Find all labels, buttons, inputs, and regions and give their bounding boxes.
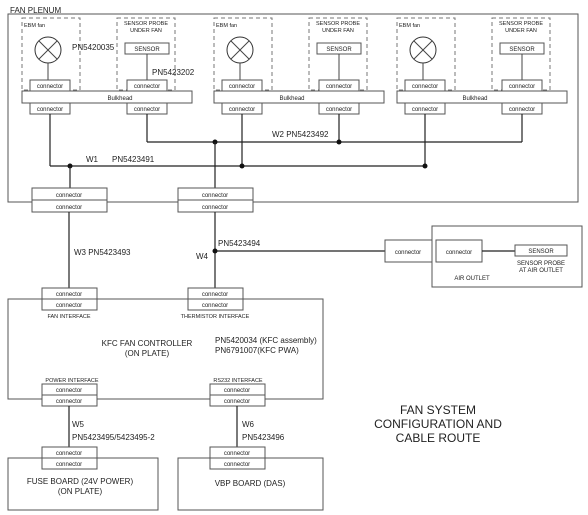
- vbp-connector-top: connector: [224, 451, 250, 457]
- vbp-board-label: VBP BOARD (DAS): [215, 479, 286, 488]
- air-outlet-probe-1: SENSOR PROBE: [517, 261, 565, 267]
- bulkhead-fan-connector: connector: [37, 107, 63, 113]
- fan-if-connector-top: connector: [56, 292, 82, 298]
- fan-connector: connector: [37, 84, 63, 90]
- fan-unit-2: EBM fan connector SENSOR PROBE UNDER FAN…: [213, 17, 385, 115]
- w4-part-number: PN5423494: [218, 239, 261, 248]
- fan-unit-1: EBM fan connector SENSOR PROBE UNDER FAN…: [21, 17, 195, 115]
- air-outlet-inner-connector: connector: [446, 250, 472, 256]
- plenum-w1-connector-bottom: connector: [56, 205, 82, 211]
- thermistor-interface-label: THERMISTOR INTERFACE: [181, 314, 250, 320]
- rs232-connector-bottom: connector: [224, 399, 250, 405]
- fan-plenum-title: FAN PLENUM: [10, 6, 61, 15]
- ebm-fan-frame: [21, 17, 81, 91]
- therm-if-connector-top: connector: [202, 292, 228, 298]
- power-if-connector-top: connector: [56, 388, 82, 394]
- bulkhead-fan-connector: connector: [229, 107, 255, 113]
- probe-title-2: UNDER FAN: [130, 28, 162, 34]
- sensor-connector: connector: [134, 84, 160, 90]
- controller-pn-pwa: PN6791007(KFC PWA): [215, 346, 299, 355]
- plenum-w2-connector-bottom: connector: [202, 205, 228, 211]
- w2-label: W2 PN5423492: [272, 130, 329, 139]
- caption-line-3: CABLE ROUTE: [396, 431, 481, 445]
- fuse-connector-top: connector: [56, 451, 82, 457]
- bulkhead-fan-connector: connector: [412, 107, 438, 113]
- w3-label: W3 PN5423493: [74, 248, 131, 257]
- fan-plenum-frame: [7, 13, 579, 203]
- fan-part-number: PN5420035: [72, 43, 115, 52]
- bulkhead-sensor-connector: connector: [326, 107, 352, 113]
- bulkhead: [396, 90, 568, 104]
- bulkhead-label: Bulkhead: [462, 96, 487, 102]
- plenum-w1-connector-top: connector: [56, 193, 82, 199]
- fan-interface-label: FAN INTERFACE: [47, 314, 90, 320]
- fuse-board-label: FUSE BOARD (24V POWER): [27, 477, 134, 486]
- probe-title-1: SENSOR PROBE: [124, 21, 168, 27]
- probe-title-1: SENSOR PROBE: [499, 21, 543, 27]
- bulkhead-sensor-connector: connector: [509, 107, 535, 113]
- fuse-connector-bottom: connector: [56, 462, 82, 468]
- ebm-fan-label: EBM fan: [399, 23, 420, 29]
- w6-label: W6: [242, 420, 255, 429]
- caption-line-1: FAN SYSTEM: [400, 403, 476, 417]
- controller-title: KFC FAN CONTROLLER: [102, 339, 193, 348]
- air-outlet-probe-2: AT AIR OUTLET: [519, 268, 563, 274]
- vbp-connector-bottom: connector: [224, 462, 250, 468]
- w1-label: W1: [86, 155, 99, 164]
- fuse-board-sublabel: (ON PLATE): [58, 487, 103, 496]
- rs232-connector-top: connector: [224, 388, 250, 394]
- air-outlet-connector: connector: [395, 250, 421, 256]
- probe-title-1: SENSOR PROBE: [316, 21, 360, 27]
- fan-unit-3: EBM fan connector SENSOR PROBE UNDER FAN…: [396, 17, 568, 115]
- sensor-label: SENSOR: [509, 47, 535, 53]
- probe-title-2: UNDER FAN: [505, 28, 537, 34]
- rs232-interface-label: RS232 INTERFACE: [213, 378, 263, 384]
- w1-part-number: PN5423491: [112, 155, 155, 164]
- power-if-connector-bottom: connector: [56, 399, 82, 405]
- w5-part-number: PN5423495/5423495-2: [72, 433, 155, 442]
- w6-part-number: PN5423496: [242, 433, 285, 442]
- sensor-probe-frame: [116, 17, 176, 91]
- bulkhead-sensor-connector: connector: [134, 107, 160, 113]
- bulkhead-label: Bulkhead: [279, 96, 304, 102]
- power-interface-label: POWER INTERFACE: [45, 378, 99, 384]
- ebm-fan-label: EBM fan: [24, 23, 45, 29]
- caption-line-2: CONFIGURATION AND: [374, 417, 502, 431]
- kfc-controller: [7, 298, 324, 400]
- bulkhead-label: Bulkhead: [107, 96, 132, 102]
- bulkhead: [21, 90, 193, 104]
- probe-part-number: PN5423202: [152, 68, 195, 77]
- air-outlet-label: AIR OUTLET: [454, 276, 490, 282]
- fan-connector: connector: [229, 84, 255, 90]
- fan-connector: connector: [412, 84, 438, 90]
- sensor-label: SENSOR: [326, 47, 352, 53]
- w5-label: W5: [72, 420, 85, 429]
- w4-label: W4: [196, 252, 209, 261]
- controller-pn-assembly: PN5420034 (KFC assembly): [215, 336, 317, 345]
- controller-subtitle: (ON PLATE): [125, 349, 170, 358]
- w2-bus: [146, 114, 523, 188]
- w1-bus: [49, 114, 428, 188]
- sensor-connector: connector: [326, 84, 352, 90]
- ebm-fan-label: EBM fan: [216, 23, 237, 29]
- therm-if-connector-bottom: connector: [202, 303, 228, 309]
- bulkhead: [213, 90, 385, 104]
- sensor-label: SENSOR: [134, 47, 160, 53]
- plenum-w2-connector-top: connector: [202, 193, 228, 199]
- air-outlet-sensor: SENSOR: [528, 249, 554, 255]
- fan-if-connector-bottom: connector: [56, 303, 82, 309]
- sensor-connector: connector: [509, 84, 535, 90]
- probe-title-2: UNDER FAN: [322, 28, 354, 34]
